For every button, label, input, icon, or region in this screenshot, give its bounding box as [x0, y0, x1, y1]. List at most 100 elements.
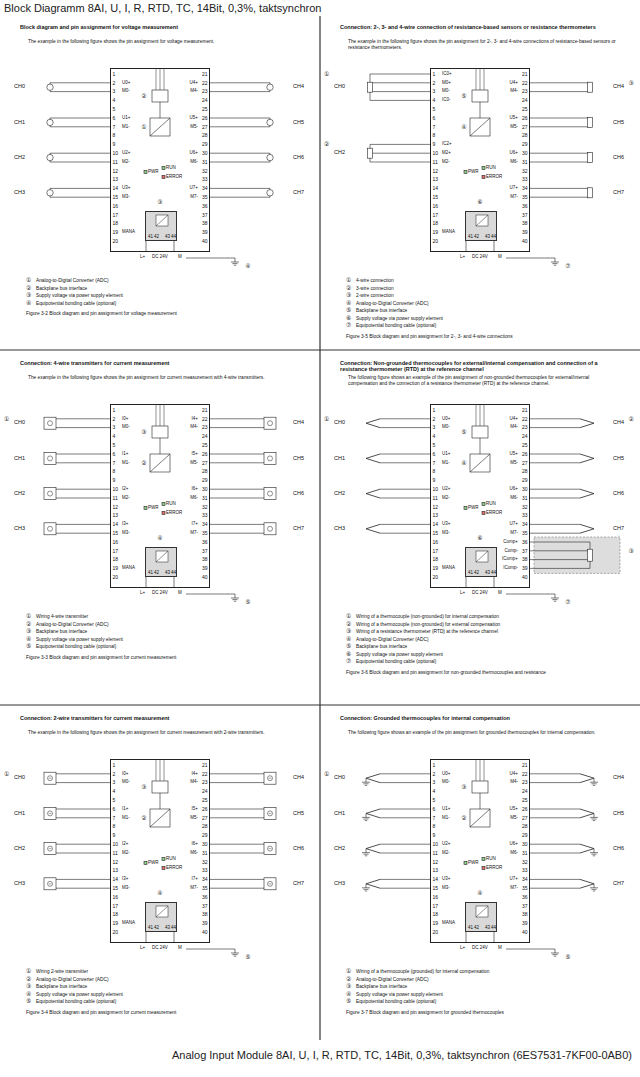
pin-number: 29: [202, 142, 208, 147]
channel-label: CH4: [293, 775, 304, 781]
supply-voltage: DC 24V: [152, 946, 168, 951]
current-source: [48, 846, 53, 851]
pin-number: 12: [113, 860, 119, 865]
ground-symbol: [591, 854, 596, 855]
signal-wire: [50, 118, 110, 119]
signal-name: U0+: [442, 417, 450, 422]
panel-heading: Connection: 2-, 3- and 4-wire connection…: [340, 24, 622, 30]
signal-name: U2+: [442, 487, 450, 492]
channel-label: CH7: [613, 881, 624, 887]
signal-wire: [530, 91, 590, 92]
ground-symbol: [591, 819, 596, 820]
signal-name: M1-: [122, 816, 130, 821]
supply-pin-number: 44: [171, 571, 176, 576]
pin-number: 38: [202, 912, 208, 917]
legend-number: ①: [26, 968, 31, 974]
thermocouple-symbol: [366, 494, 380, 498]
pin-number: 25: [202, 443, 208, 448]
signal-name: U4+: [190, 81, 198, 86]
thermocouple-symbol: [366, 489, 380, 493]
legend-text: Analog-to-Digital Converter (ADC): [356, 637, 624, 643]
ground-wire: [366, 849, 367, 853]
pin-number: 35: [202, 531, 208, 536]
pin-number: 26: [522, 452, 528, 457]
ground-wire: [235, 949, 236, 953]
signal-name: IC0-: [442, 98, 451, 103]
pin-number: 32: [202, 169, 208, 174]
pin-number: 39: [202, 921, 208, 926]
pin-number: 12: [113, 505, 119, 510]
channel-label: CH3: [14, 190, 25, 196]
channel-label: CH5: [613, 811, 624, 817]
signal-wire: [530, 853, 580, 854]
pin-number: 2: [433, 81, 436, 86]
signal-name: M4-: [190, 89, 198, 94]
pin-number: 14: [113, 522, 119, 527]
pin-number: 31: [202, 851, 208, 856]
signal-wire: [380, 844, 430, 845]
ground-symbol: [363, 854, 368, 855]
adc-symbol: [150, 809, 170, 827]
signal-name: I2+: [122, 487, 128, 492]
signal-name: M4-: [510, 89, 518, 94]
thermocouple-symbol: [366, 529, 380, 533]
pin-number: 21: [202, 408, 208, 413]
signal-wire: [210, 524, 270, 525]
power-supply-element: 41424344: [465, 547, 497, 577]
callout-number: ⑤: [461, 93, 466, 99]
signal-wire: [380, 524, 430, 525]
transmitter-symbol: [49, 848, 52, 849]
current-source: [268, 846, 273, 851]
pin-number: 2: [113, 417, 116, 422]
pin-number: 21: [522, 72, 528, 77]
pin-number: 25: [522, 107, 528, 112]
signal-wire: [50, 162, 110, 163]
led-label: PWR: [468, 170, 479, 175]
channel-label: CH7: [293, 190, 304, 196]
pin-number: 31: [522, 851, 528, 856]
pin-number: 21: [522, 408, 528, 413]
pin-number: 24: [202, 434, 208, 439]
supply-pin-number: 44: [491, 235, 496, 240]
pin-number: 32: [202, 860, 208, 865]
led-symbol: [464, 862, 467, 865]
pin-number: 14: [433, 877, 439, 882]
backplane-bus: [164, 68, 165, 90]
signal-name: M6-: [190, 496, 198, 501]
signal-wire: [370, 74, 430, 75]
signal-name: M6-: [510, 851, 518, 856]
pin-number: 27: [202, 461, 208, 466]
signal-name: U0+: [122, 81, 130, 86]
ground-symbol: [234, 265, 236, 266]
pin-number: 28: [202, 133, 208, 138]
led-symbol: [162, 512, 165, 515]
ground-symbol: [362, 782, 370, 783]
thermocouple-symbol: [580, 774, 594, 778]
transmitter-symbol: [49, 778, 52, 779]
backplane-bus: [160, 68, 161, 90]
signal-name: M7-: [510, 195, 518, 200]
channel-label: CH6: [293, 155, 304, 161]
pin-number: 39: [522, 566, 528, 571]
signal-wire: [210, 489, 270, 490]
module-drawing: [44, 759, 276, 956]
signal-wire: [530, 153, 590, 154]
thermocouple-symbol: [580, 489, 594, 493]
signal-name: MANA: [122, 921, 135, 926]
signal-name: I7+: [192, 522, 198, 527]
supply-pin-number: 41: [468, 235, 473, 240]
pin-number: 33: [202, 513, 208, 518]
signal-name: U1+: [442, 452, 450, 457]
pin-number: 7: [433, 125, 436, 130]
pin-number: 25: [522, 443, 528, 448]
current-source: [268, 526, 273, 531]
thermocouple-symbol: [366, 419, 380, 423]
signal-name: U6+: [510, 842, 518, 847]
signal-name: M0-: [442, 780, 450, 785]
legend-number: ①: [26, 613, 31, 619]
channel-label: CH6: [613, 491, 624, 497]
panel-description: The example in the following figure show…: [28, 39, 300, 45]
pin-number: 34: [522, 877, 528, 882]
pin-number: 37: [522, 213, 528, 218]
signal-name: M2-: [122, 496, 130, 501]
